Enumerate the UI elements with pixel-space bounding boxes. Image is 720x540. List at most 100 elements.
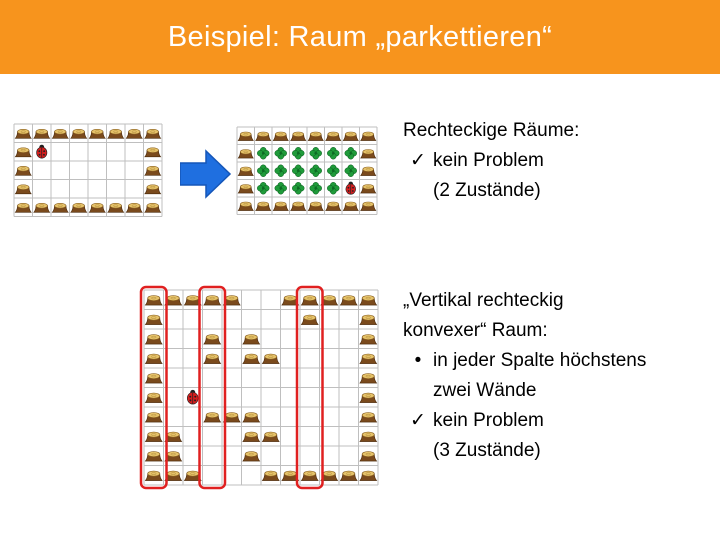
clover-icon — [309, 182, 322, 195]
tree-stump-icon — [360, 184, 377, 194]
tree-stump-icon — [144, 202, 162, 213]
rect-room-text: Rechteckige Räume: ✓ kein Problem (2 Zus… — [403, 116, 579, 206]
tree-stump-icon — [290, 131, 307, 141]
tree-stump-icon — [325, 131, 342, 141]
clover-icon — [257, 147, 270, 160]
tree-stump-icon — [144, 165, 162, 176]
tree-stump-icon — [144, 470, 163, 481]
tree-stump-icon — [203, 334, 222, 345]
title-bar: Beispiel: Raum „parkettieren“ — [0, 0, 720, 74]
checkmark-icon: ✓ — [410, 150, 426, 171]
tree-stump-icon — [125, 128, 143, 139]
clover-icon — [274, 147, 287, 160]
tree-stump-icon — [144, 314, 163, 325]
slide-title: Beispiel: Raum „parkettieren“ — [167, 20, 553, 53]
tree-stump-icon — [237, 131, 254, 141]
convex-room-grid — [139, 285, 382, 490]
clover-icon — [292, 147, 305, 160]
tree-stump-icon — [14, 147, 32, 158]
tree-stump-icon — [300, 314, 319, 325]
tree-stump-icon — [14, 128, 32, 139]
checkmark-icon: ✓ — [410, 410, 426, 431]
tree-stump-icon — [360, 149, 377, 159]
rect-room-check-line: ✓ kein Problem — [403, 146, 579, 176]
tree-stump-icon — [359, 392, 378, 403]
tree-stump-icon — [242, 412, 261, 423]
tree-stump-icon — [144, 451, 163, 462]
tree-stump-icon — [33, 202, 51, 213]
ladybug-icon — [186, 389, 199, 405]
tree-stump-icon — [242, 451, 261, 462]
tree-stump-icon — [107, 128, 125, 139]
tree-stump-icon — [261, 470, 280, 481]
tree-stump-icon — [359, 373, 378, 384]
convex-check-text: kein Problem — [433, 410, 544, 431]
tree-stump-icon — [359, 451, 378, 462]
ladybug-icon — [36, 144, 48, 159]
tree-stump-icon — [14, 165, 32, 176]
tree-stump-icon — [359, 431, 378, 442]
tree-stump-icon — [360, 201, 377, 211]
tree-stump-icon — [342, 131, 359, 141]
tree-stump-icon — [14, 184, 32, 195]
column-highlight — [295, 285, 324, 490]
tree-stump-icon — [70, 202, 88, 213]
convex-room-text: „Vertikal rechteckig konvexer“ Raum: • i… — [403, 286, 646, 466]
tree-stump-icon — [51, 202, 69, 213]
tree-stump-icon — [144, 353, 163, 364]
tree-stump-icon — [359, 295, 378, 306]
clover-icon — [257, 164, 270, 177]
tree-stump-icon — [255, 201, 272, 211]
tree-stump-icon — [300, 470, 319, 481]
tree-stump-icon — [290, 201, 307, 211]
rect-room-check-text: kein Problem — [433, 150, 544, 171]
tree-stump-icon — [203, 295, 222, 306]
clover-icon — [309, 164, 322, 177]
tree-stump-icon — [70, 128, 88, 139]
tree-stump-icon — [144, 184, 162, 195]
clover-icon — [344, 147, 357, 160]
tree-stump-icon — [107, 202, 125, 213]
tree-stump-icon — [307, 131, 324, 141]
tree-stump-icon — [144, 392, 163, 403]
tree-stump-icon — [237, 201, 254, 211]
clover-icon — [344, 164, 357, 177]
tree-stump-icon — [203, 353, 222, 364]
tree-stump-icon — [307, 201, 324, 211]
transform-arrow-icon — [179, 148, 232, 205]
tree-stump-icon — [261, 353, 280, 364]
tree-stump-icon — [242, 431, 261, 442]
tree-stump-icon — [51, 128, 69, 139]
clover-icon — [257, 182, 270, 195]
tree-stump-icon — [242, 353, 261, 364]
tree-stump-icon — [325, 201, 342, 211]
convex-bullet-text1: in jeder Spalte höchstens — [433, 350, 647, 371]
tree-stump-icon — [360, 166, 377, 176]
tree-stump-icon — [125, 202, 143, 213]
clover-icon — [327, 147, 340, 160]
convex-bullet-line: • in jeder Spalte höchstens — [403, 346, 647, 376]
convex-check-line: ✓ kein Problem — [403, 406, 646, 436]
tree-stump-icon — [88, 128, 106, 139]
tree-stump-icon — [242, 334, 261, 345]
rect-room-heading: Rechteckige Räume: — [403, 120, 580, 141]
tree-stump-icon — [237, 149, 254, 159]
tree-stump-icon — [300, 295, 319, 306]
clover-icon — [327, 182, 340, 195]
clover-icon — [292, 164, 305, 177]
bullet-dot-icon: • — [414, 350, 422, 371]
clover-icon — [327, 164, 340, 177]
tree-stump-icon — [339, 295, 358, 306]
rect-room-after-grid — [236, 126, 378, 230]
tree-stump-icon — [144, 373, 163, 384]
column-highlight — [139, 285, 168, 490]
tree-stump-icon — [203, 412, 222, 423]
tree-stump-icon — [342, 201, 359, 211]
clover-icon — [274, 164, 287, 177]
ladybug-icon — [345, 181, 356, 195]
tree-stump-icon — [33, 128, 51, 139]
tree-stump-icon — [359, 353, 378, 364]
tree-stump-icon — [144, 431, 163, 442]
tree-stump-icon — [359, 412, 378, 423]
tree-stump-icon — [272, 131, 289, 141]
